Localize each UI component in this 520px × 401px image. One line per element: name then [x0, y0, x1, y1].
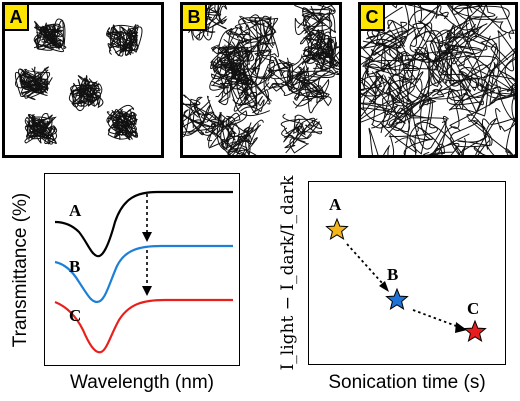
panel-c-dispersion: C: [358, 2, 518, 158]
transmittance-axis-title: Transmittance (%): [10, 192, 31, 348]
nanotube-mesh: [372, 73, 423, 115]
nanotube-mesh: [428, 126, 470, 155]
curve-label-a: A: [69, 201, 82, 220]
nanotube-mesh: [384, 94, 437, 138]
nanotube-bundle: [106, 104, 139, 141]
nanotube-mesh: [479, 82, 515, 132]
photocurrent-axis-title: I_light − I_dark/I_dark: [278, 175, 298, 371]
wavelength-axis-title: Wavelength (nm): [70, 372, 214, 393]
nanotube-network: [280, 113, 323, 154]
nanotube-mesh: [442, 115, 493, 155]
nanotube-mesh: [413, 121, 466, 155]
nanotube-bundle: [33, 18, 67, 53]
sonication-time-axis-title: Sonication time (s): [328, 372, 486, 393]
nanotube-bundle: [106, 24, 143, 57]
shift-arrowhead-ab: [142, 232, 152, 242]
panel-b-dispersion: B: [180, 2, 342, 158]
nanotube-mesh: [365, 42, 420, 83]
nanotube-network: [220, 119, 264, 155]
nanotube-mesh: [468, 35, 515, 91]
nanotube-mesh: [361, 70, 399, 129]
nanotube-mesh: [366, 6, 426, 69]
nanotube-mesh: [435, 5, 473, 36]
curve-b: [54, 244, 233, 304]
shift-arrowhead-bc: [142, 286, 152, 296]
nanotube-mesh: [401, 22, 438, 71]
nanotube-mesh: [362, 26, 415, 56]
point-label-b: B: [387, 265, 398, 284]
trend-arrow-ab: [346, 243, 384, 285]
nanotube-bundle: [68, 74, 104, 112]
nanotube-mesh: [417, 5, 477, 52]
panel-a-tag: A: [5, 5, 29, 31]
nanotube-bundle: [14, 66, 53, 101]
nanotube-bundle: [24, 113, 58, 145]
nanotube-mesh: [451, 5, 496, 18]
nanotube-mesh: [405, 45, 456, 97]
point-label-c: C: [467, 299, 479, 318]
star-marker-c: [463, 319, 487, 342]
nanotube-mesh: [438, 70, 490, 92]
panel-b-drawing: [183, 5, 339, 155]
nanotube-mesh: [431, 77, 489, 122]
panel-a-drawing: [14, 18, 143, 145]
nanotube-mesh: [466, 114, 514, 155]
nanotube-mesh: [437, 45, 499, 82]
panel-a-dispersion: A: [2, 2, 164, 158]
curve-a: [54, 190, 233, 258]
nanotube-mesh: [362, 19, 417, 67]
star-marker-a: [325, 217, 349, 240]
panel-c-tag: C: [361, 5, 385, 31]
nanotube-mesh: [361, 68, 406, 124]
nanotube-network: [293, 5, 337, 46]
nanotube-mesh: [491, 29, 515, 78]
nanotube-mesh: [489, 79, 515, 123]
photocurrent-markers: A B C: [325, 195, 487, 342]
nanotube-mesh: [401, 49, 461, 100]
point-label-a: A: [329, 195, 342, 214]
curve-c: [54, 298, 233, 354]
trend-arrowhead-bc: [455, 322, 467, 333]
curve-label-c: C: [69, 306, 81, 325]
nanotube-mesh: [364, 29, 410, 77]
nanotube-mesh: [368, 127, 395, 155]
nanotube-mesh: [388, 88, 448, 133]
nanotube-mesh: [445, 5, 486, 39]
transmittance-curves: A B C: [54, 190, 233, 354]
nanotube-mesh: [394, 108, 435, 155]
photocurrent-plot: A B C: [308, 181, 506, 365]
nanotube-mesh: [380, 99, 431, 155]
panel-b-tag: B: [183, 5, 207, 31]
nanotube-mesh: [391, 5, 440, 42]
nanotube-mesh: [475, 117, 515, 155]
nanotube-network: [265, 53, 310, 96]
nanotube-mesh: [483, 57, 515, 101]
nanotube-network: [232, 38, 275, 86]
trend-arrow-bc: [412, 309, 460, 328]
nanotube-mesh: [458, 62, 515, 110]
panel-c-drawing: [361, 5, 515, 155]
trend-arrowhead-ab: [379, 281, 389, 292]
curve-label-b: B: [69, 257, 80, 276]
nanotube-network: [301, 28, 339, 71]
nanotube-network: [183, 94, 221, 138]
transmittance-plot: A B C: [44, 173, 240, 366]
nanotube-mesh: [401, 22, 459, 74]
star-marker-b: [385, 287, 409, 310]
nanotube-mesh: [462, 5, 515, 43]
